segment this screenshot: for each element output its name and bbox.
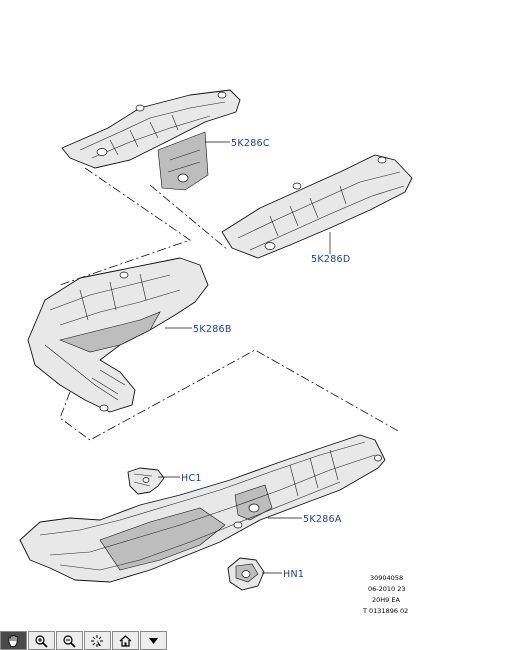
dropdown-arrow-icon [149, 637, 158, 644]
reference-line: T 0131896 02 [362, 607, 408, 615]
home-button[interactable] [112, 631, 139, 650]
select-pointer-icon [91, 634, 103, 647]
assembly-line-c-to-d [149, 184, 229, 251]
heat-shield-5k286d[interactable] [221, 154, 413, 259]
parts-diagram: 5K286C 5K286D 5K286B HC1 [19, 89, 413, 615]
viewer-toolbar [0, 631, 167, 650]
zoom-in-icon [35, 634, 48, 648]
callout-5k286c[interactable]: 5K286C [231, 138, 270, 149]
callout-5k286b[interactable]: 5K286B [193, 324, 232, 335]
dropdown-button[interactable] [140, 631, 167, 650]
callout-5k286a[interactable]: 5K286A [303, 514, 342, 525]
heat-shield-5k286a[interactable] [19, 434, 386, 583]
assembly-line-c-to-b [59, 167, 191, 286]
reference-block: 30904058 06-2010 23 20H9 EA T 0131896 02 [362, 574, 408, 615]
callout-hc1[interactable]: HC1 [181, 473, 202, 484]
zoom-out-button[interactable] [56, 631, 83, 650]
zoom-in-button[interactable] [28, 631, 55, 650]
nut-hn1[interactable] [227, 557, 265, 591]
reference-line: 20H9 EA [372, 596, 400, 604]
callout-hn1[interactable]: HN1 [283, 569, 304, 580]
heat-shield-5k286b[interactable] [27, 257, 209, 413]
pan-hand-icon [8, 634, 18, 647]
select-button[interactable] [84, 631, 111, 650]
zoom-out-icon [63, 634, 76, 648]
pan-button[interactable] [0, 631, 27, 650]
assembly-line-b-to-a [59, 349, 401, 441]
clip-hc1[interactable] [127, 467, 165, 495]
home-icon [119, 634, 132, 647]
reference-line: 06-2010 23 [368, 585, 406, 593]
callout-5k286d[interactable]: 5K286D [311, 254, 351, 265]
heat-shield-5k286c[interactable] [61, 89, 241, 191]
reference-line: 30904058 [370, 574, 403, 582]
